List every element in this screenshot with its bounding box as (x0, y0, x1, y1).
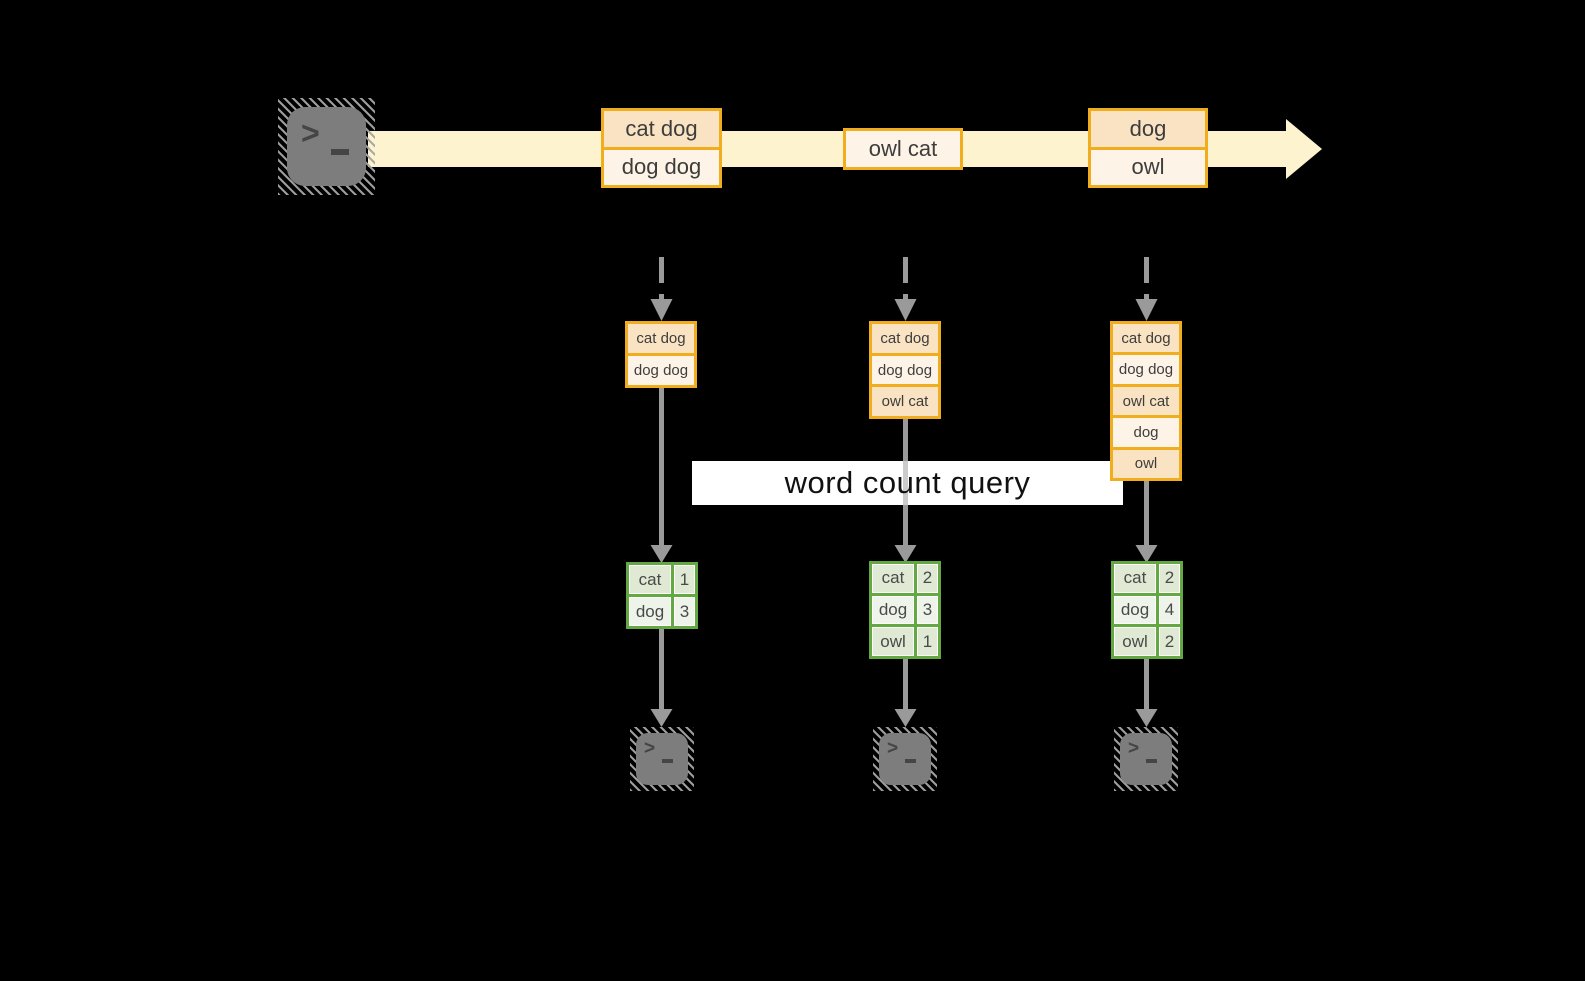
query-arrowhead-icon-1 (650, 545, 673, 563)
batch-box-2: cat dog dog dog owl cat (869, 321, 941, 419)
timeline-event-box-1: cat dog dog dog (601, 108, 722, 188)
terminal-cursor-dash (662, 759, 673, 763)
count-row: cat 2 (872, 564, 938, 593)
count-word: cat (1114, 564, 1156, 593)
event-line: dog (1091, 111, 1205, 147)
sink-terminal-icon-2: > (873, 727, 937, 791)
trigger-arrowhead-icon-3 (1135, 299, 1158, 321)
count-word: dog (629, 597, 671, 626)
count-value: 1 (917, 627, 938, 657)
terminal-screen: > (1120, 733, 1172, 785)
sink-terminal-icon-3: > (1114, 727, 1178, 791)
count-word: dog (1114, 595, 1156, 625)
count-row: cat 2 (1114, 564, 1180, 593)
sink-terminal-icon-1: > (630, 727, 694, 791)
batch-line: cat dog (872, 324, 938, 353)
count-table-2: cat 2 dog 3 owl 1 (869, 561, 941, 659)
terminal-cursor-dash (1146, 759, 1157, 763)
sink-arrowhead-icon-2 (894, 709, 917, 727)
event-line: dog dog (604, 149, 719, 185)
batch-line: dog dog (1113, 355, 1179, 384)
count-value: 1 (674, 565, 695, 594)
trigger-arrowhead-icon-1 (650, 299, 673, 321)
stream-timeline-arrowhead-icon (1286, 119, 1322, 179)
count-row: owl 1 (872, 627, 938, 657)
timeline-event-box-2: owl cat (843, 128, 963, 170)
batch-box-3: cat dog dog dog owl cat dog owl (1110, 321, 1182, 481)
batch-line: owl cat (872, 387, 938, 417)
count-value: 2 (1159, 627, 1180, 657)
batch-line: owl cat (1113, 386, 1179, 416)
terminal-cursor-dash (905, 759, 916, 763)
count-word: cat (629, 565, 671, 594)
batch-line: owl (1113, 449, 1179, 479)
terminal-prompt-glyph: > (1128, 738, 1140, 759)
count-value: 3 (917, 595, 938, 625)
trigger-arrowhead-icon-2 (894, 299, 917, 321)
terminal-cursor-dash (331, 149, 349, 155)
terminal-prompt-glyph: > (301, 115, 320, 151)
batch-line: cat dog (1113, 324, 1179, 353)
sink-arrowhead-icon-3 (1135, 709, 1158, 727)
event-line: cat dog (604, 111, 719, 147)
count-row: cat 1 (629, 565, 695, 594)
terminal-prompt-glyph: > (887, 738, 899, 759)
count-row: owl 2 (1114, 627, 1180, 657)
count-word: owl (872, 627, 914, 657)
count-table-3: cat 2 dog 4 owl 2 (1111, 561, 1183, 659)
count-word: dog (872, 595, 914, 625)
count-value: 2 (1159, 564, 1180, 593)
event-line: owl cat (846, 131, 960, 167)
timeline-event-box-3: dog owl (1088, 108, 1208, 188)
count-value: 3 (674, 597, 695, 626)
count-value: 4 (1159, 595, 1180, 625)
count-value: 2 (917, 564, 938, 593)
batch-line: dog dog (872, 355, 938, 385)
count-word: owl (1114, 627, 1156, 657)
count-row: dog 3 (872, 595, 938, 625)
batch-line: dog dog (628, 356, 694, 385)
event-line: owl (1091, 149, 1205, 185)
terminal-prompt-glyph: > (644, 738, 656, 759)
sink-arrowhead-icon-1 (650, 709, 673, 727)
batch-line: cat dog (628, 324, 694, 353)
terminal-screen: > (287, 107, 366, 186)
terminal-screen: > (879, 733, 931, 785)
terminal-screen: > (636, 733, 688, 785)
batch-line: dog (1113, 418, 1179, 447)
count-row: dog 4 (1114, 595, 1180, 625)
query-label: word count query (784, 465, 1031, 500)
source-terminal-icon: > (278, 98, 375, 195)
count-word: cat (872, 564, 914, 593)
count-row: dog 3 (629, 597, 695, 626)
count-table-1: cat 1 dog 3 (626, 562, 698, 629)
batch-box-1: cat dog dog dog (625, 321, 697, 388)
